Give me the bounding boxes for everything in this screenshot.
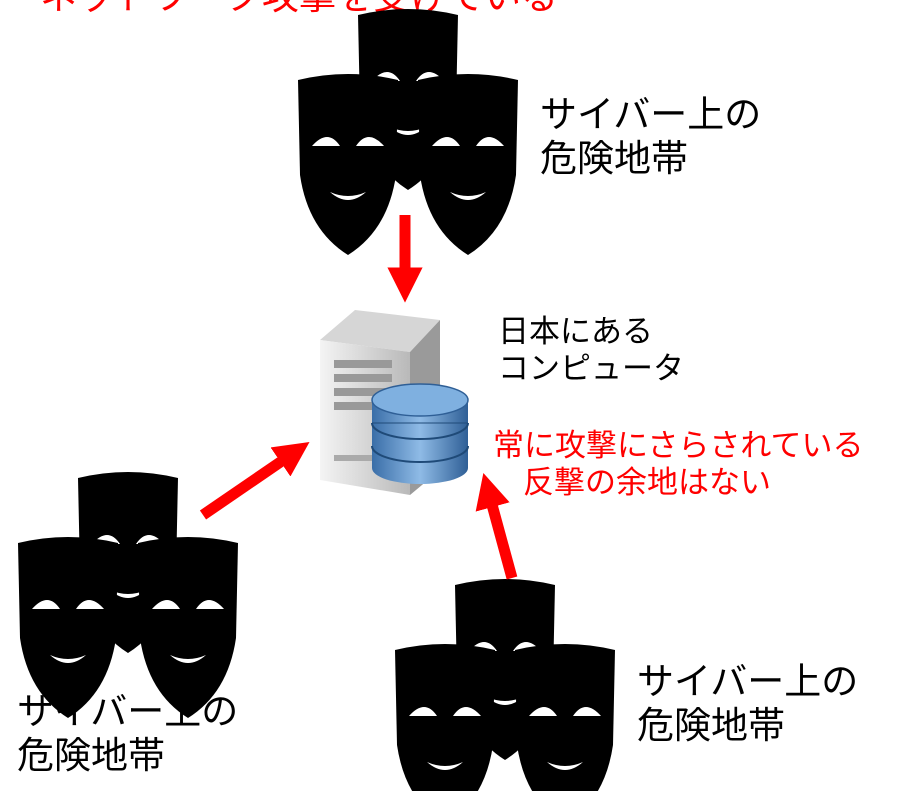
server-label: 日本にある コンピュータ [498, 314, 684, 387]
threat-bottom-label: サイバー上の 危険地帯 [637, 660, 859, 747]
server-database-icon [320, 310, 469, 495]
arrow-bottom-to-server [475, 473, 518, 580]
arrow-left-to-server [199, 442, 310, 520]
threat-top-label: サイバー上の 危険地帯 [540, 93, 762, 180]
warning-text: 常に攻撃にさらされている 反撃の余地はない [493, 428, 864, 501]
threat-left-label: サイバー上の 危険地帯 [17, 690, 239, 777]
threat-bottom-mask-icon [395, 579, 615, 791]
